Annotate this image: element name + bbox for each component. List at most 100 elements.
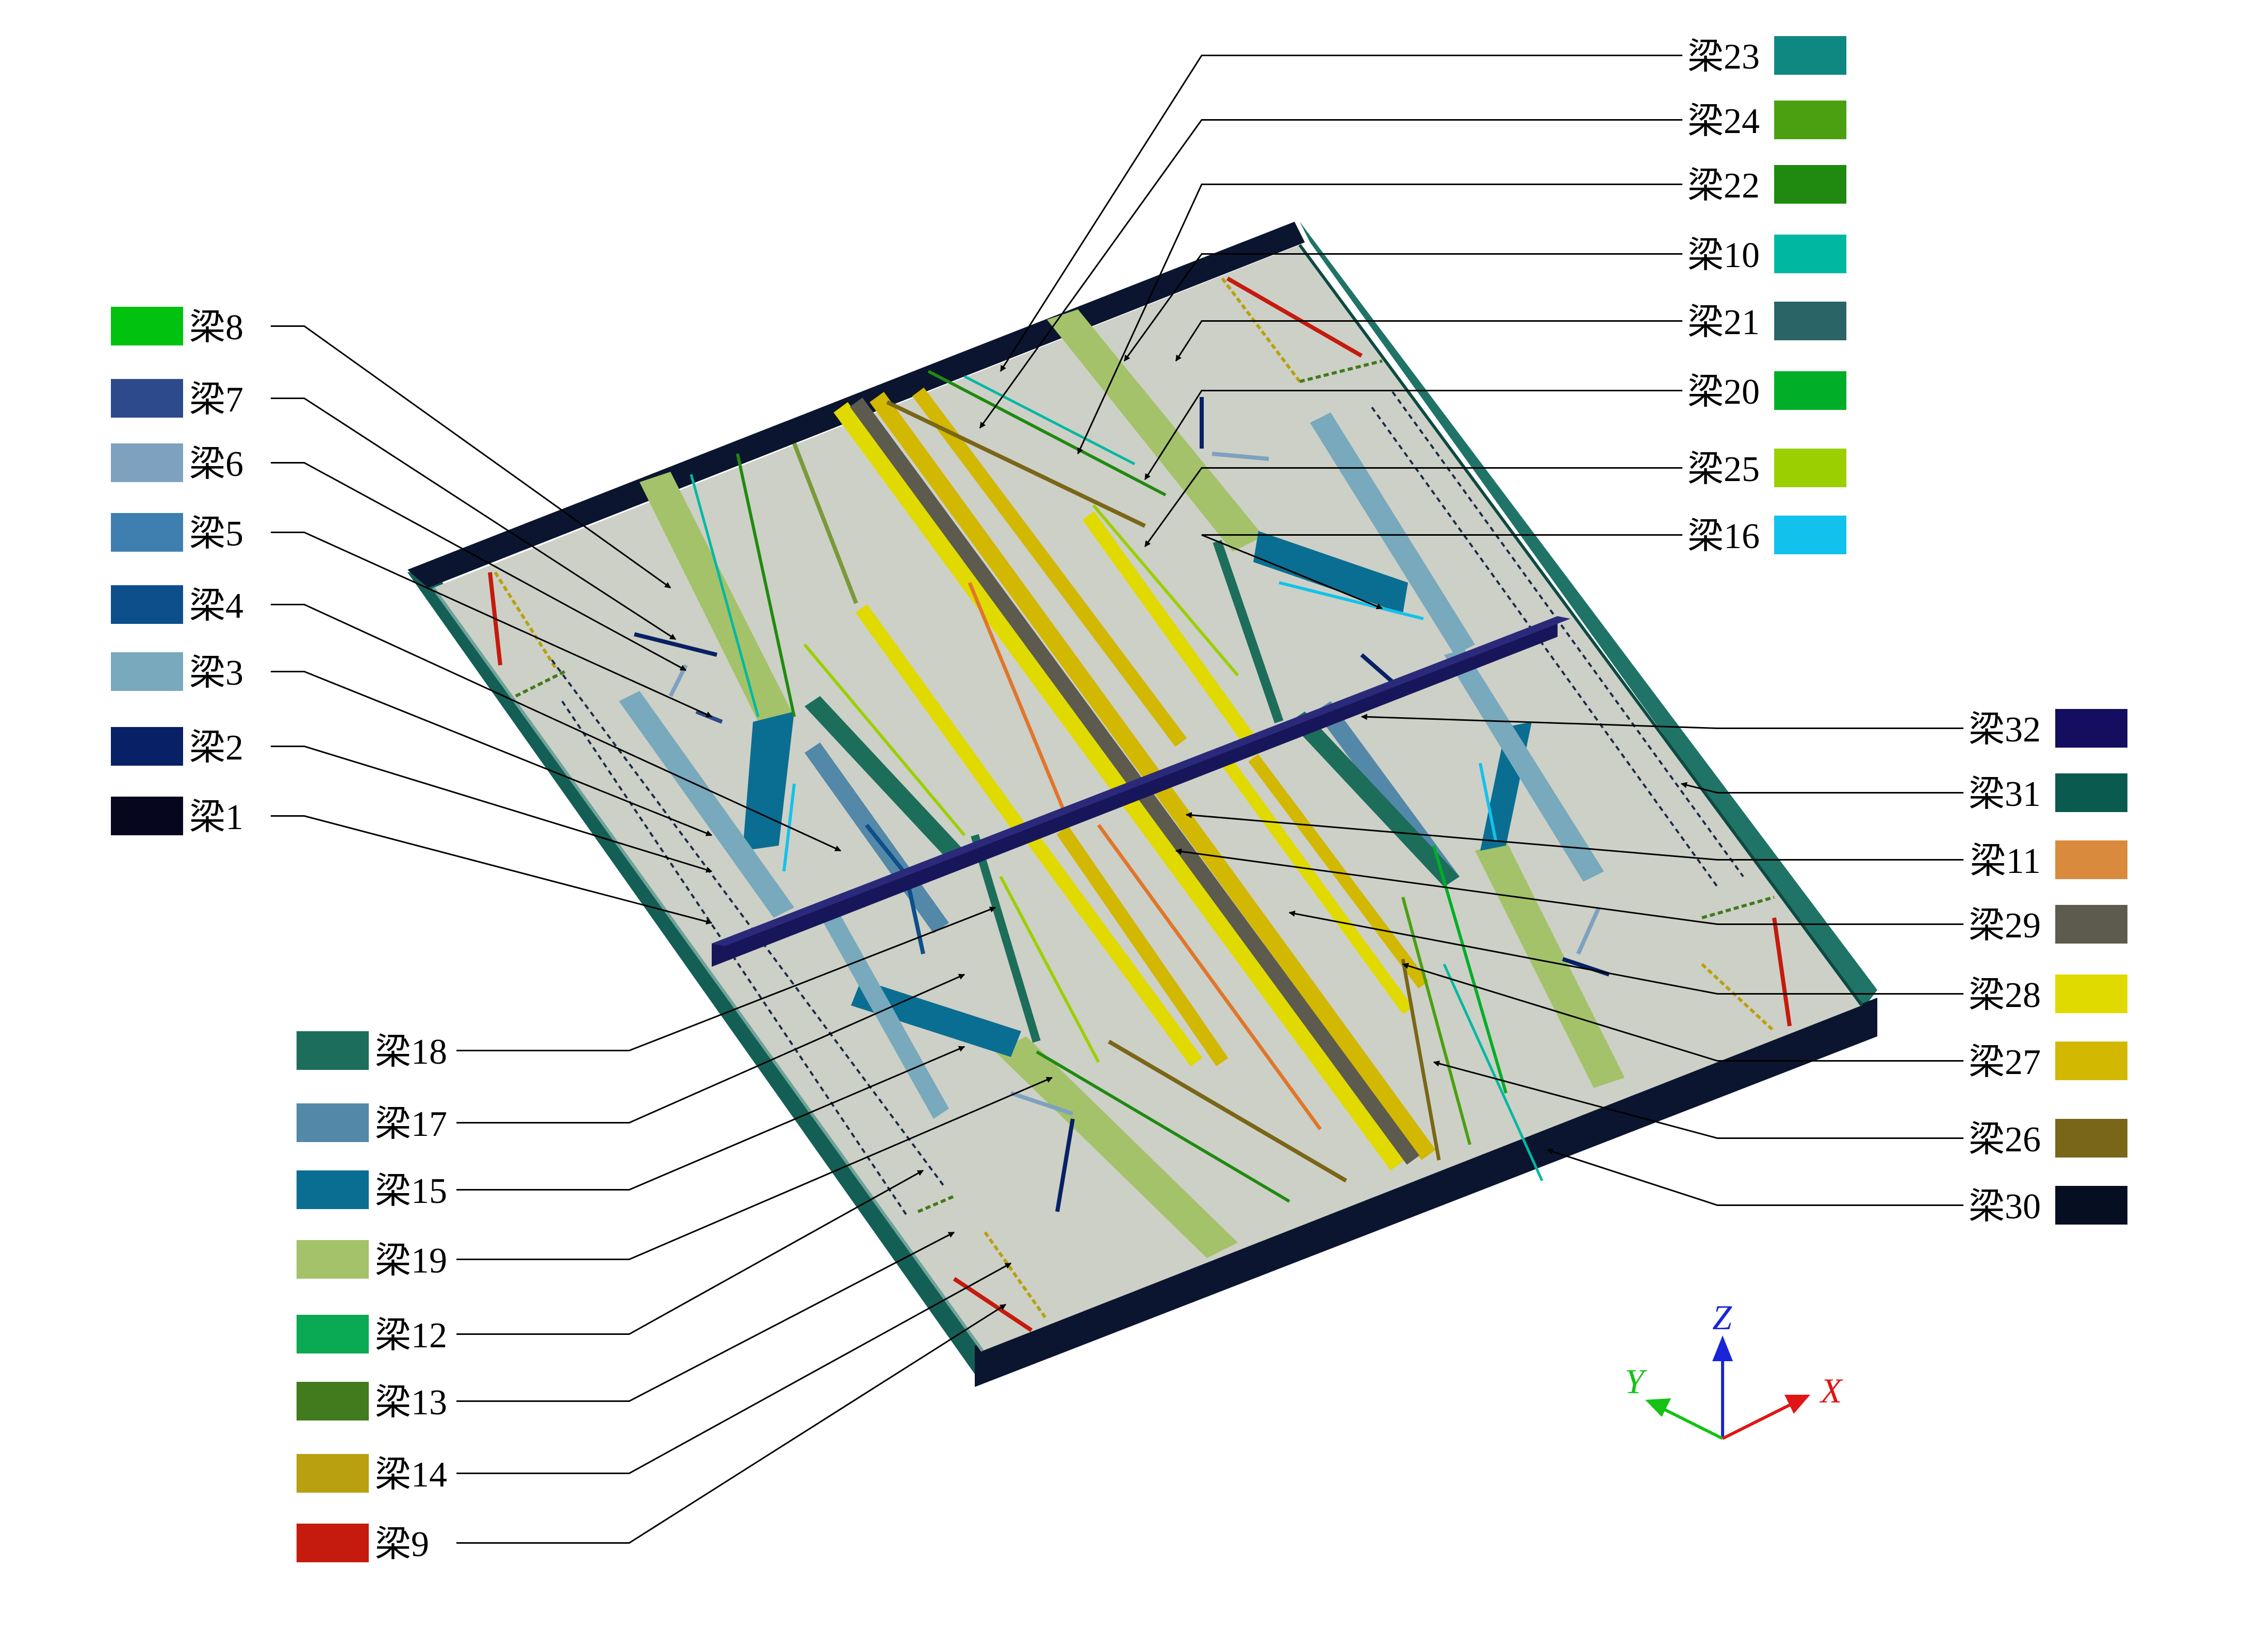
legend-label: 梁26 [1969,1120,2041,1160]
beam-10-c [1443,963,1544,1182]
legend-item: 梁21 [1688,302,1846,342]
x-axis-arrowhead [1784,1395,1810,1414]
y-axis-label: Y [1625,1362,1647,1401]
legend: 梁8梁7梁6梁5梁4梁3梁2梁1梁18梁17梁15梁19梁12梁13梁14梁9梁… [111,36,2127,1564]
y-axis-arrow [1655,1403,1724,1440]
beam-13-c [1701,896,1775,919]
legend-label: 梁31 [1969,774,2041,814]
leader-line [271,604,842,852]
legend-swatch [111,307,183,345]
legend-label: 梁16 [1688,517,1760,556]
legend-item: 梁20 [1688,371,1846,412]
beam-26-b [886,400,1146,528]
leader-line [1433,1061,1963,1139]
beam-3-d [1444,650,1604,882]
y-axis-arrowhead [1645,1398,1671,1417]
legend-swatch [297,1103,369,1142]
legend-swatch [297,1240,369,1279]
leader-line [979,119,1682,428]
beam-24-a [1401,897,1471,1145]
legend-item: 梁2 [111,727,243,768]
right-wall [1300,222,1877,1011]
x-axis-arrow [1722,1398,1801,1440]
legend-swatch [2055,840,2127,879]
legend-label: 梁15 [375,1171,447,1211]
beam-25-a [1047,309,1264,552]
leader-line [456,1262,1012,1474]
beam-11-a [968,582,1070,821]
leader-line [456,1046,965,1191]
leader-line [456,1169,924,1335]
leader-line [1175,848,1963,925]
beam-22-a [736,453,796,717]
legend-item: 梁22 [1688,165,1846,206]
beam-25-line-a [803,643,966,836]
legend-item: 梁10 [1688,235,1846,275]
legend-item: 梁27 [1969,1042,2127,1082]
legend-swatch [297,1315,369,1353]
legend-label: 梁8 [189,308,243,348]
legend-swatch [1774,165,1846,204]
leader-line [1288,911,1963,995]
legend-label: 梁4 [189,586,243,626]
beam-14-b [1221,277,1301,383]
beam-18-d [971,834,1041,1043]
legend-item: 梁23 [1688,36,1846,77]
x-axis-label: X [1819,1371,1843,1410]
leader-line [1201,534,1682,609]
legend-label: 梁29 [1969,906,2041,946]
legend-item: 梁19 [297,1240,447,1281]
beam-13-d [917,1195,955,1213]
legend-item: 梁16 [1688,516,1846,556]
leader-line [1123,253,1682,361]
legend-swatch [1774,302,1846,340]
legend-label: 梁30 [1969,1187,2041,1227]
legend-swatch [2055,709,2127,748]
legend-label: 梁10 [1688,236,1760,275]
beam-6-c [1576,906,1601,955]
legend-label: 梁20 [1688,372,1760,412]
beam-10-b [963,375,1136,466]
z-axis-label: Z [1712,1298,1732,1337]
beam-9-b [1226,276,1363,358]
beam-2-e [1055,1118,1075,1212]
legend-item: 梁26 [1969,1119,2127,1160]
legend-swatch [2055,905,2127,944]
legend-swatch [1774,371,1846,410]
beam-25-b [1475,840,1625,1088]
legend-label: 梁21 [1688,303,1760,342]
beam-16-b [1479,763,1497,841]
legend-swatch [1774,235,1846,273]
legend-label: 梁5 [189,514,243,554]
legend-swatch [2055,1042,2127,1080]
beam-1-c [1371,406,1718,888]
beam-15-b [851,980,1021,1057]
legend-label: 梁28 [1969,976,2041,1015]
legend-label: 梁2 [189,728,243,768]
leader-line [271,815,713,925]
beam-16-c [1279,581,1424,620]
legend-label: 梁32 [1969,710,2041,750]
beam-18-a [805,696,964,861]
legend-item: 梁25 [1688,449,1846,489]
beam-22-b [927,370,1167,497]
left-wall-edge [432,587,984,1352]
legend-swatch [297,1454,369,1493]
right-wall-edge [1298,244,1863,1006]
beam-14-d [984,1231,1049,1321]
leader-line [271,671,713,836]
leader-line [1185,812,1963,861]
legend-swatch [297,1524,369,1562]
beam-1-a [551,659,945,1187]
legend-item: 梁12 [297,1315,447,1356]
legend-swatch [111,513,183,552]
legend-label: 梁11 [1970,841,2041,881]
beam-27-d [1248,754,1429,989]
beam-25-line-c [999,875,1100,1063]
leader-line [456,1303,1007,1544]
leader-line [1077,184,1682,455]
legend-item: 梁4 [111,585,243,626]
legend-item: 梁5 [111,513,243,554]
leader-line [456,906,996,1051]
front-rim [975,998,1877,1387]
